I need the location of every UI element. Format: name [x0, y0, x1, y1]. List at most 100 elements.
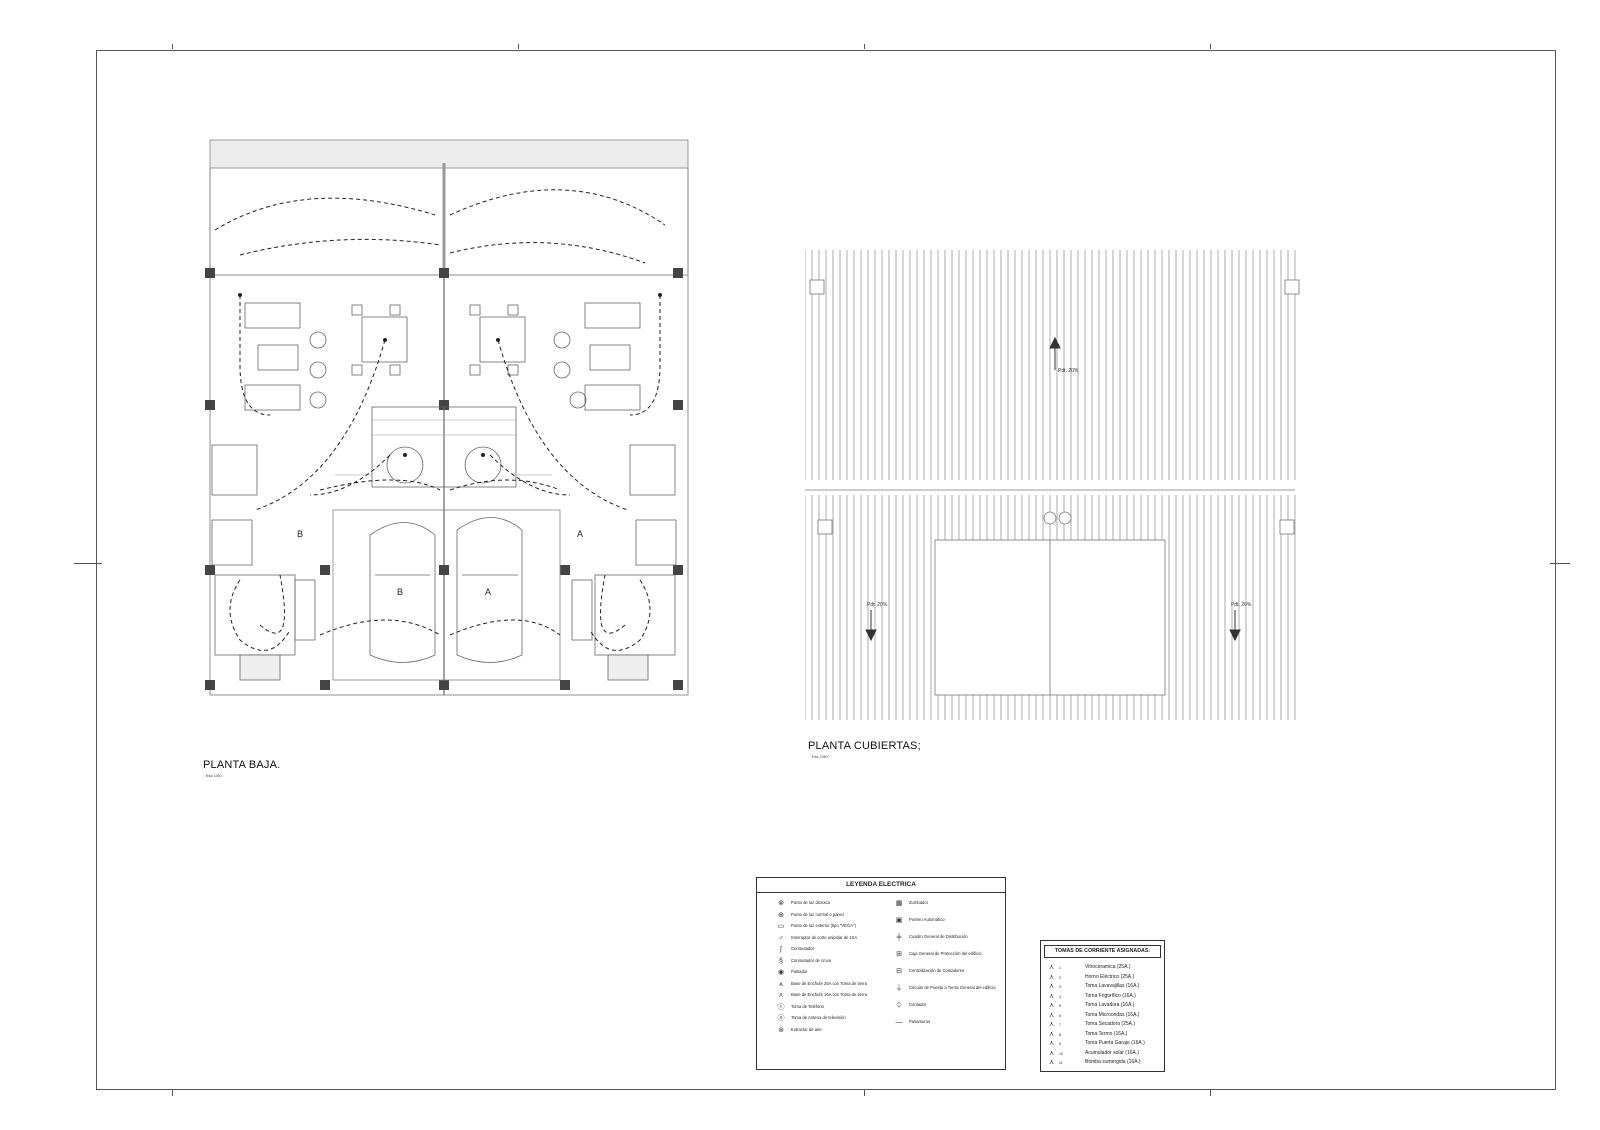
- legend-item: ⓞ Toma de Antena de televisión: [775, 1015, 890, 1027]
- legend-item-label: Extractor de aire: [791, 1026, 822, 1032]
- tomas-item-label: Toma Microondas (16A.): [1085, 1011, 1140, 1018]
- car-label-b: B: [397, 587, 403, 597]
- legend-item-label: Base de Enchufe 25A con Toma de tierra: [791, 980, 868, 986]
- tomas-item-label: Bomba sumergida (16A.): [1085, 1059, 1141, 1065]
- tomas-item: ⋏ 6 Toma Microondas (16A.): [1049, 1011, 1160, 1021]
- socket-icon: ⋏: [1049, 973, 1055, 981]
- legend-item-label: Portero Automático: [909, 917, 945, 922]
- exterior-light-icon: ▭: [777, 923, 785, 930]
- tomas-item: ⋏ 3 Toma Lavavajillas (16A.): [1049, 982, 1160, 992]
- tomas-item-number: 8: [1059, 1032, 1061, 1037]
- socket-icon: ⋏: [1049, 1021, 1055, 1028]
- frame-tick: [172, 44, 173, 49]
- tomas-item-label: Toma Secadora (25A.): [1085, 1021, 1136, 1027]
- tomas-item-label: Vitroceramica (25A.): [1085, 964, 1131, 970]
- commutator-icon: ∫: [780, 946, 782, 953]
- earth-circuit-icon: ⏚: [895, 985, 903, 992]
- legend-item: ⊞ Caja General de Protección del edificio: [893, 951, 1003, 968]
- socket-icon: ⋏: [1049, 1011, 1055, 1019]
- intercom-icon: ▣: [895, 917, 903, 924]
- buzzer-icon: ▦: [895, 900, 903, 907]
- legend-item: ♂Interruptor de corte unipolar de 10A: [775, 935, 890, 947]
- push-button-icon: ◉: [777, 969, 785, 976]
- legend-item-label: Pasamuros: [909, 1019, 931, 1024]
- roof-plan-scale: Esc 1/50.: [812, 754, 829, 759]
- legend-right-column: ▦Zumbador▣Portero Automático╪Cuadro Gene…: [893, 900, 1003, 1036]
- phone-socket-icon: ⓣ: [777, 1003, 785, 1011]
- car-label-a: A: [485, 587, 491, 597]
- roof-slope-label: Pdt. 20%: [1231, 602, 1252, 608]
- distribution-panel-icon: ╪: [896, 934, 902, 941]
- legend-item: ⊛Extractor de aire: [775, 1027, 890, 1039]
- legend-left-column: ⊗Punto de luz dicroica⊕Punto de luz norm…: [775, 900, 890, 1038]
- tomas-item: ⋏ 4 Toma Frigorífico (16A.): [1049, 992, 1160, 1002]
- tomas-item-label: Toma Frigorífico (16A.): [1085, 992, 1136, 999]
- legend-item-label: Centralización de Contadores: [909, 968, 965, 973]
- socket-icon: ⋏: [1049, 983, 1055, 990]
- tomas-item: ⋏ 11 Bomba sumergida (16A.): [1049, 1058, 1160, 1068]
- legend-item-label: Caja General de Protección del edificio: [909, 951, 982, 956]
- legend-item-label: Circuito de Puesta a Tierra General del …: [909, 985, 996, 990]
- tomas-item-label: Acumulador solar (16A.): [1085, 1049, 1139, 1056]
- tomas-item-number: 7: [1059, 1023, 1061, 1027]
- switch-icon: ♂: [778, 934, 784, 942]
- door-label-b: B: [297, 529, 303, 539]
- conduit-line-icon: —: [895, 1019, 903, 1026]
- legend-item: ▣ Portero Automático: [893, 917, 1003, 934]
- frame-tick: [518, 44, 519, 49]
- legend-item: ⩚ Base de Enchufe 25A con Toma de tierra: [775, 981, 890, 993]
- legend-item: ⊕ Punto de luz normal o pared: [775, 912, 890, 924]
- legend-item: ⏀Contador: [893, 1002, 1003, 1019]
- frame-tick: [864, 44, 865, 49]
- frame-tick: [1550, 563, 1570, 564]
- frame-tick: [864, 1090, 865, 1096]
- tomas-item-number: 6: [1059, 1013, 1061, 1018]
- electrical-legend: LEYENDA ELECTRICA ⊗Punto de luz dicroica…: [756, 877, 1006, 1070]
- socket-icon: ⋏: [1049, 992, 1055, 1000]
- socket-icon: ⋏: [1049, 1040, 1055, 1047]
- legend-item: ⋏ Base de Enchufe 16A con Toma de tierra: [775, 992, 890, 1004]
- tomas-item-label: Horno Eléctrico (25A.): [1085, 973, 1135, 980]
- roof-plan: Pdt. 20% Pdt. 20% Pdt. 20%: [805, 250, 1300, 720]
- legend-item: ▭ Punto de luz exterior (tipo "VEGA"): [775, 923, 890, 935]
- legend-item: — Pasamuros: [893, 1019, 1003, 1036]
- legend-item-label: Punto de luz normal o pared: [791, 911, 844, 917]
- wall-light-icon: ⊕: [778, 911, 784, 919]
- roof-slope-label: Pdt. 20%: [1058, 368, 1079, 374]
- tomas-item: ⋏ 7 Toma Secadora (25A.): [1049, 1020, 1160, 1030]
- frame-tick: [1210, 44, 1211, 49]
- tomas-item-number: 11: [1059, 1061, 1063, 1065]
- tomas-item-number: 3: [1059, 985, 1061, 989]
- legend-item-label: Toma de Antena de televisión: [791, 1015, 846, 1020]
- legend-item-label: Zumbador: [909, 900, 929, 905]
- tomas-item-number: 2: [1059, 975, 1061, 980]
- meter-icon: ⏀: [895, 1002, 903, 1009]
- tomas-item: ⋏ 2 Horno Eléctrico (25A.): [1049, 973, 1160, 983]
- cross-commutator-icon: §: [779, 957, 783, 965]
- legend-item-label: Pulsador: [791, 969, 808, 974]
- meter-centralization-icon: ⊟: [896, 968, 902, 975]
- legend-item: ∫ Conmutador: [775, 946, 890, 958]
- legend-item-label: Conmutador: [791, 946, 815, 951]
- legend-item-label: Punto de luz exterior (tipo "VEGA"): [791, 923, 856, 928]
- socket-25a-icon: ⩚: [779, 980, 783, 988]
- socket-16a-icon: ⋏: [778, 992, 784, 999]
- socket-icon: ⋏: [1049, 1059, 1055, 1066]
- socket-icon: ⋏: [1049, 1049, 1055, 1057]
- socket-icon: ⋏: [1049, 1002, 1055, 1009]
- tomas-item-number: 4: [1059, 994, 1061, 999]
- legend-item: ▦ Zumbador: [893, 900, 1003, 917]
- legend-item: ⏚ Circuito de Puesta a Tierra General del…: [893, 985, 1003, 1002]
- tomas-item-label: Toma Lavavajillas (16A.): [1085, 983, 1140, 989]
- ground-plan-scale: Esc 1/50.: [206, 773, 223, 778]
- tomas-title: TOMAS DE CORRIENTE ASIGNADAS:: [1044, 945, 1161, 958]
- protection-box-icon: ⊞: [896, 951, 902, 958]
- legend-item-label: Base de Enchufe 16A con Toma de tierra: [791, 992, 868, 997]
- tv-socket-icon: ⓞ: [777, 1015, 785, 1022]
- drawing-frame: [96, 50, 1556, 1090]
